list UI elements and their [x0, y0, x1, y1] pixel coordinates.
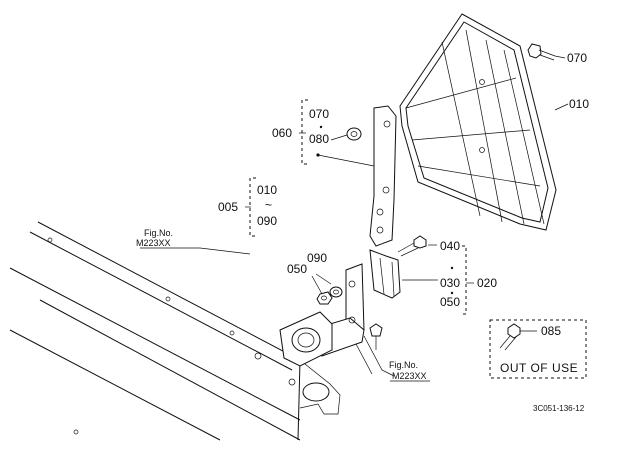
range-tilde: ~ [265, 198, 272, 212]
callout-050-group: 050 [440, 295, 460, 309]
tube-clamp [279, 311, 333, 367]
fig-ref-upper: Fig.No. M223XX [136, 228, 173, 248]
illustration-id: 3C051-136-12 [533, 404, 585, 413]
nut-080 [346, 127, 362, 141]
callout-010-range: 010 [257, 183, 277, 197]
hinge-030 [369, 249, 401, 299]
callout-060: 060 [272, 126, 292, 140]
callout-020: 020 [477, 276, 497, 290]
bolt-070 [527, 43, 556, 61]
callout-030: 030 [440, 276, 460, 290]
range-dot [319, 125, 323, 129]
callout-090-range: 090 [257, 214, 277, 228]
callout-050-small: 050 [287, 262, 307, 276]
fig-ref-prefix: Fig.No. [389, 360, 418, 370]
fig-ref-code: M223XX [136, 238, 171, 248]
callout-085: 085 [541, 324, 561, 338]
callout-010: 010 [569, 97, 589, 111]
out-of-use-label: OUT OF USE [500, 361, 578, 375]
callout-080: 080 [309, 132, 329, 146]
leader-lines [140, 55, 569, 377]
grille-screen [399, 13, 557, 231]
callout-070-top: 070 [567, 51, 587, 65]
chassis-frame [9, 221, 341, 441]
callout-070-group: 070 [309, 107, 329, 121]
callout-040: 040 [440, 239, 460, 253]
washer-090 [329, 286, 343, 298]
range-dot [450, 291, 454, 295]
fig-ref-prefix: Fig.No. [144, 228, 173, 238]
callout-005: 005 [218, 200, 238, 214]
mounting-bracket-060 [369, 105, 397, 247]
fig-ref-lower: Fig.No. M223XX [389, 360, 430, 382]
bolt-lower [369, 323, 383, 350]
bolt-040 [397, 235, 427, 257]
fig-ref-code: M223XX [392, 371, 427, 381]
group-brackets [249, 99, 467, 315]
out-of-use-box [489, 319, 587, 379]
nut-050 [316, 291, 333, 305]
callout-090-small: 090 [307, 251, 327, 265]
range-dot [450, 266, 454, 270]
